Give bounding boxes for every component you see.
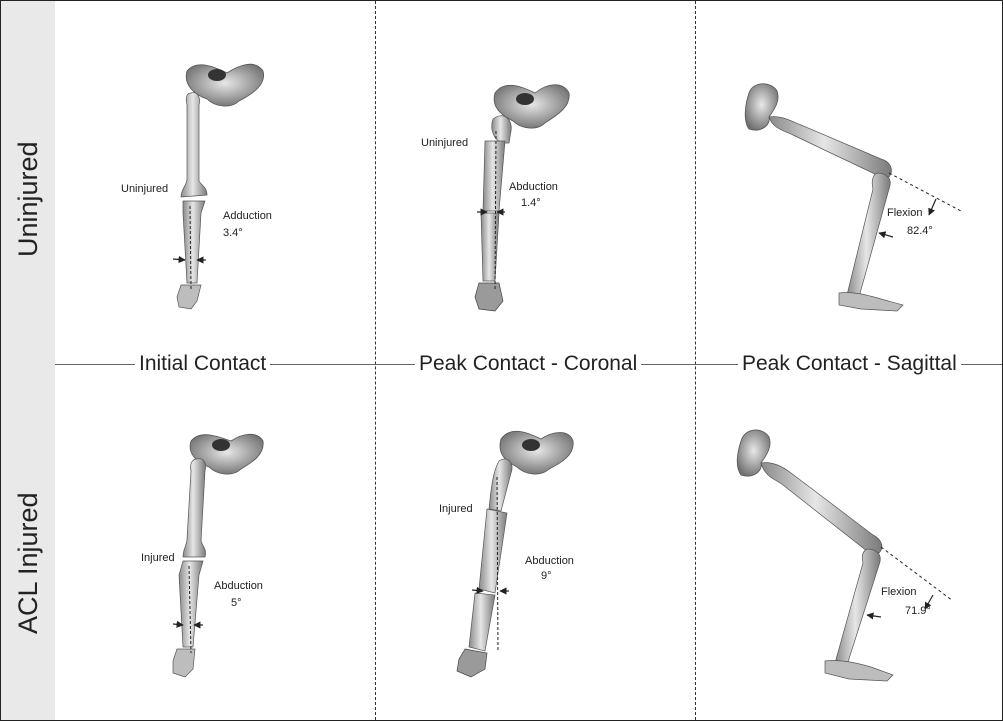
angle-name-injured-initial: Abduction [214,580,263,592]
limb-label-uninjured-initial: Uninjured [121,183,168,195]
limb-label-uninjured-coronal: Uninjured [421,137,468,149]
angle-name-uninjured-initial: Adduction [223,210,272,222]
angle-name-injured-coronal: Abduction [525,555,574,567]
angle-name-injured-sagittal: Flexion [881,586,916,598]
leg-uninjured-sagittal [745,84,961,311]
angle-name-uninjured-sagittal: Flexion [887,207,922,219]
leg-injured-initial [173,434,263,677]
angle-value-injured-sagittal: 71.9° [905,605,931,617]
angle-value-uninjured-sagittal: 82.4° [907,225,933,237]
leg-injured-sagittal [737,430,953,681]
limb-label-injured-coronal: Injured [439,503,473,515]
angle-name-uninjured-coronal: Abduction [509,181,558,193]
angle-value-uninjured-coronal: 1.4° [521,197,541,209]
angle-value-uninjured-initial: 3.4° [223,227,243,239]
angle-value-injured-coronal: 9° [541,570,552,582]
limb-label-injured-initial: Injured [141,552,175,564]
angle-value-injured-initial: 5° [231,597,242,609]
leg-uninjured-initial [173,64,264,309]
